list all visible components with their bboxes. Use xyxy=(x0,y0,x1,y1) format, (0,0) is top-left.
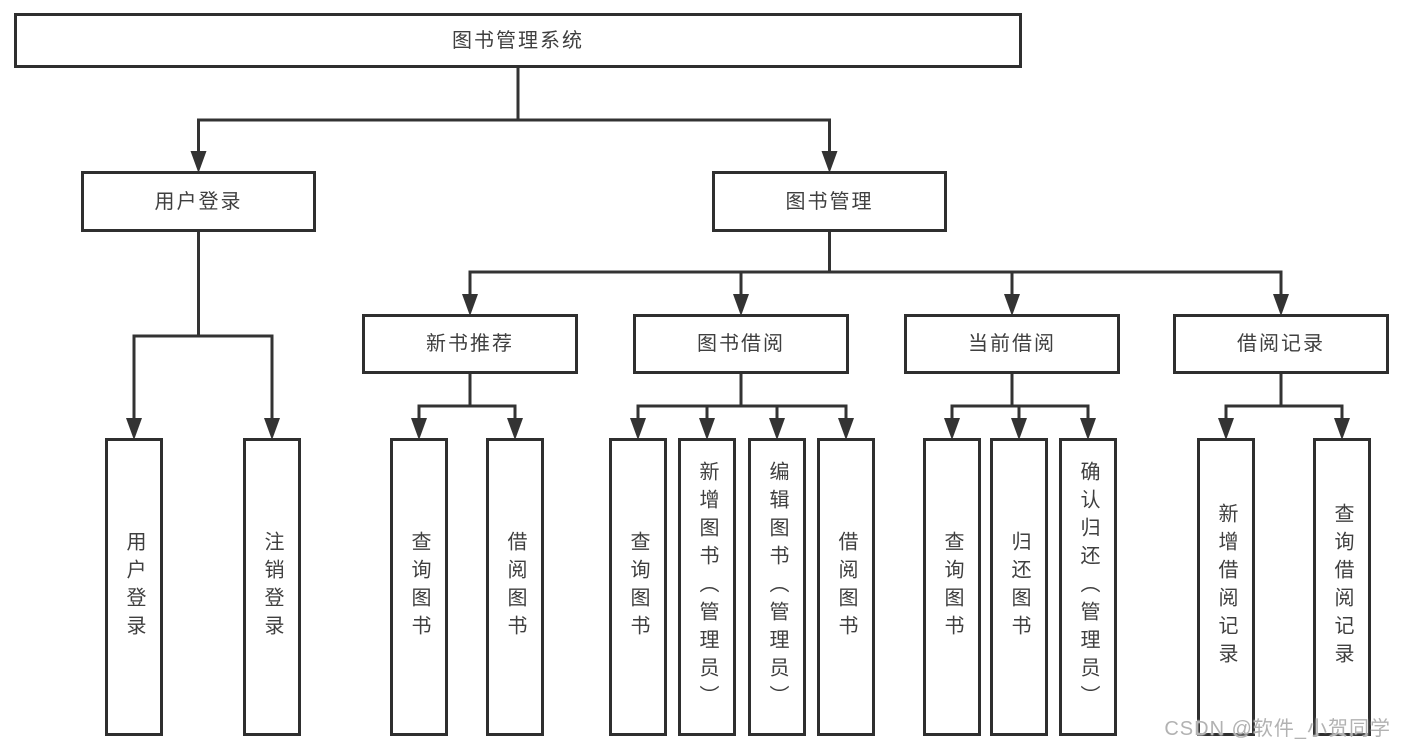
node-logout: 注销登录 xyxy=(243,438,301,736)
node-current-borrow: 当前借阅 xyxy=(904,314,1120,374)
edge-lines-borrow-records xyxy=(1224,374,1344,424)
edge-group-book-mgmt xyxy=(462,232,1289,316)
node-br-add-record: 新增借阅记录 xyxy=(1197,438,1255,736)
node-label-bb-borrow-book: 借阅图书 xyxy=(835,531,857,643)
edge-lines-new-book-rec xyxy=(417,374,517,424)
node-label-cb-confirm: 确认归还（管理员） xyxy=(1077,461,1099,713)
edge-group-borrow-records xyxy=(1218,374,1350,440)
edge-group-root xyxy=(190,68,838,173)
node-book-borrow: 图书借阅 xyxy=(633,314,849,374)
node-bb-edit-book: 编辑图书（管理员） xyxy=(748,438,806,736)
node-bb-borrow-book: 借阅图书 xyxy=(817,438,875,736)
node-label-cb-query-book: 查询图书 xyxy=(941,531,963,643)
node-label-borrow-records: 借阅记录 xyxy=(1237,333,1325,355)
edge-lines-book-mgmt xyxy=(468,232,1283,300)
edge-lines-user-login xyxy=(132,232,274,424)
node-cb-query-book: 查询图书 xyxy=(923,438,981,736)
node-label-root: 图书管理系统 xyxy=(452,29,584,52)
arrowhead-icon xyxy=(1004,294,1020,316)
arrowhead-icon xyxy=(821,151,838,173)
node-bb-query-book: 查询图书 xyxy=(609,438,667,736)
node-label-bb-query-book: 查询图书 xyxy=(627,531,649,643)
node-label-rec-query-book: 查询图书 xyxy=(408,531,430,643)
node-br-query-record: 查询借阅记录 xyxy=(1313,438,1371,736)
arrowhead-icon xyxy=(944,418,960,440)
arrowhead-icon xyxy=(1218,418,1234,440)
edge-group-user-login xyxy=(126,232,280,440)
arrowhead-icon xyxy=(264,418,280,440)
node-label-book-borrow: 图书借阅 xyxy=(697,333,785,355)
arrowhead-icon xyxy=(1334,418,1350,440)
node-root: 图书管理系统 xyxy=(14,13,1022,68)
csdn-watermark: CSDN @软件_小贺同学 xyxy=(1164,718,1391,740)
edge-lines-book-borrow xyxy=(636,374,848,424)
node-label-new-book-rec: 新书推荐 xyxy=(426,333,514,355)
edge-group-new-book-rec xyxy=(411,374,523,440)
node-cb-return-book: 归还图书 xyxy=(990,438,1048,736)
node-label-bb-edit-book: 编辑图书（管理员） xyxy=(766,461,788,713)
node-borrow-records: 借阅记录 xyxy=(1173,314,1389,374)
arrowhead-icon xyxy=(838,418,854,440)
edge-lines-current-borrow xyxy=(950,374,1090,424)
node-label-br-add-record: 新增借阅记录 xyxy=(1215,503,1237,671)
node-rec-borrow-book: 借阅图书 xyxy=(486,438,544,736)
edge-group-book-borrow xyxy=(630,374,854,440)
arrowhead-icon xyxy=(507,418,523,440)
node-book-mgmt: 图书管理 xyxy=(712,171,947,232)
arrowhead-icon xyxy=(699,418,715,440)
edge-lines-root xyxy=(197,68,831,157)
arrowhead-icon xyxy=(769,418,785,440)
node-rec-query-book: 查询图书 xyxy=(390,438,448,736)
arrowhead-icon xyxy=(733,294,749,316)
arrowhead-icon xyxy=(190,151,207,173)
arrowhead-icon xyxy=(1011,418,1027,440)
arrowhead-icon xyxy=(1080,418,1096,440)
node-new-book-rec: 新书推荐 xyxy=(362,314,578,374)
arrowhead-icon xyxy=(630,418,646,440)
node-login: 用户登录 xyxy=(105,438,163,736)
node-bb-add-book: 新增图书（管理员） xyxy=(678,438,736,736)
node-label-cb-return-book: 归还图书 xyxy=(1008,531,1030,643)
arrowhead-icon xyxy=(1273,294,1289,316)
edge-group-current-borrow xyxy=(944,374,1096,440)
node-label-current-borrow: 当前借阅 xyxy=(968,333,1056,355)
arrowhead-icon xyxy=(462,294,478,316)
node-label-br-query-record: 查询借阅记录 xyxy=(1331,503,1353,671)
node-label-login: 用户登录 xyxy=(123,531,145,643)
node-label-logout: 注销登录 xyxy=(261,531,283,643)
arrowhead-icon xyxy=(411,418,427,440)
node-label-book-mgmt: 图书管理 xyxy=(785,190,874,213)
node-label-user-login: 用户登录 xyxy=(154,190,243,213)
arrowhead-icon xyxy=(126,418,142,440)
node-cb-confirm: 确认归还（管理员） xyxy=(1059,438,1117,736)
node-user-login: 用户登录 xyxy=(81,171,316,232)
node-label-bb-add-book: 新增图书（管理员） xyxy=(696,461,718,713)
node-label-rec-borrow-book: 借阅图书 xyxy=(504,531,526,643)
